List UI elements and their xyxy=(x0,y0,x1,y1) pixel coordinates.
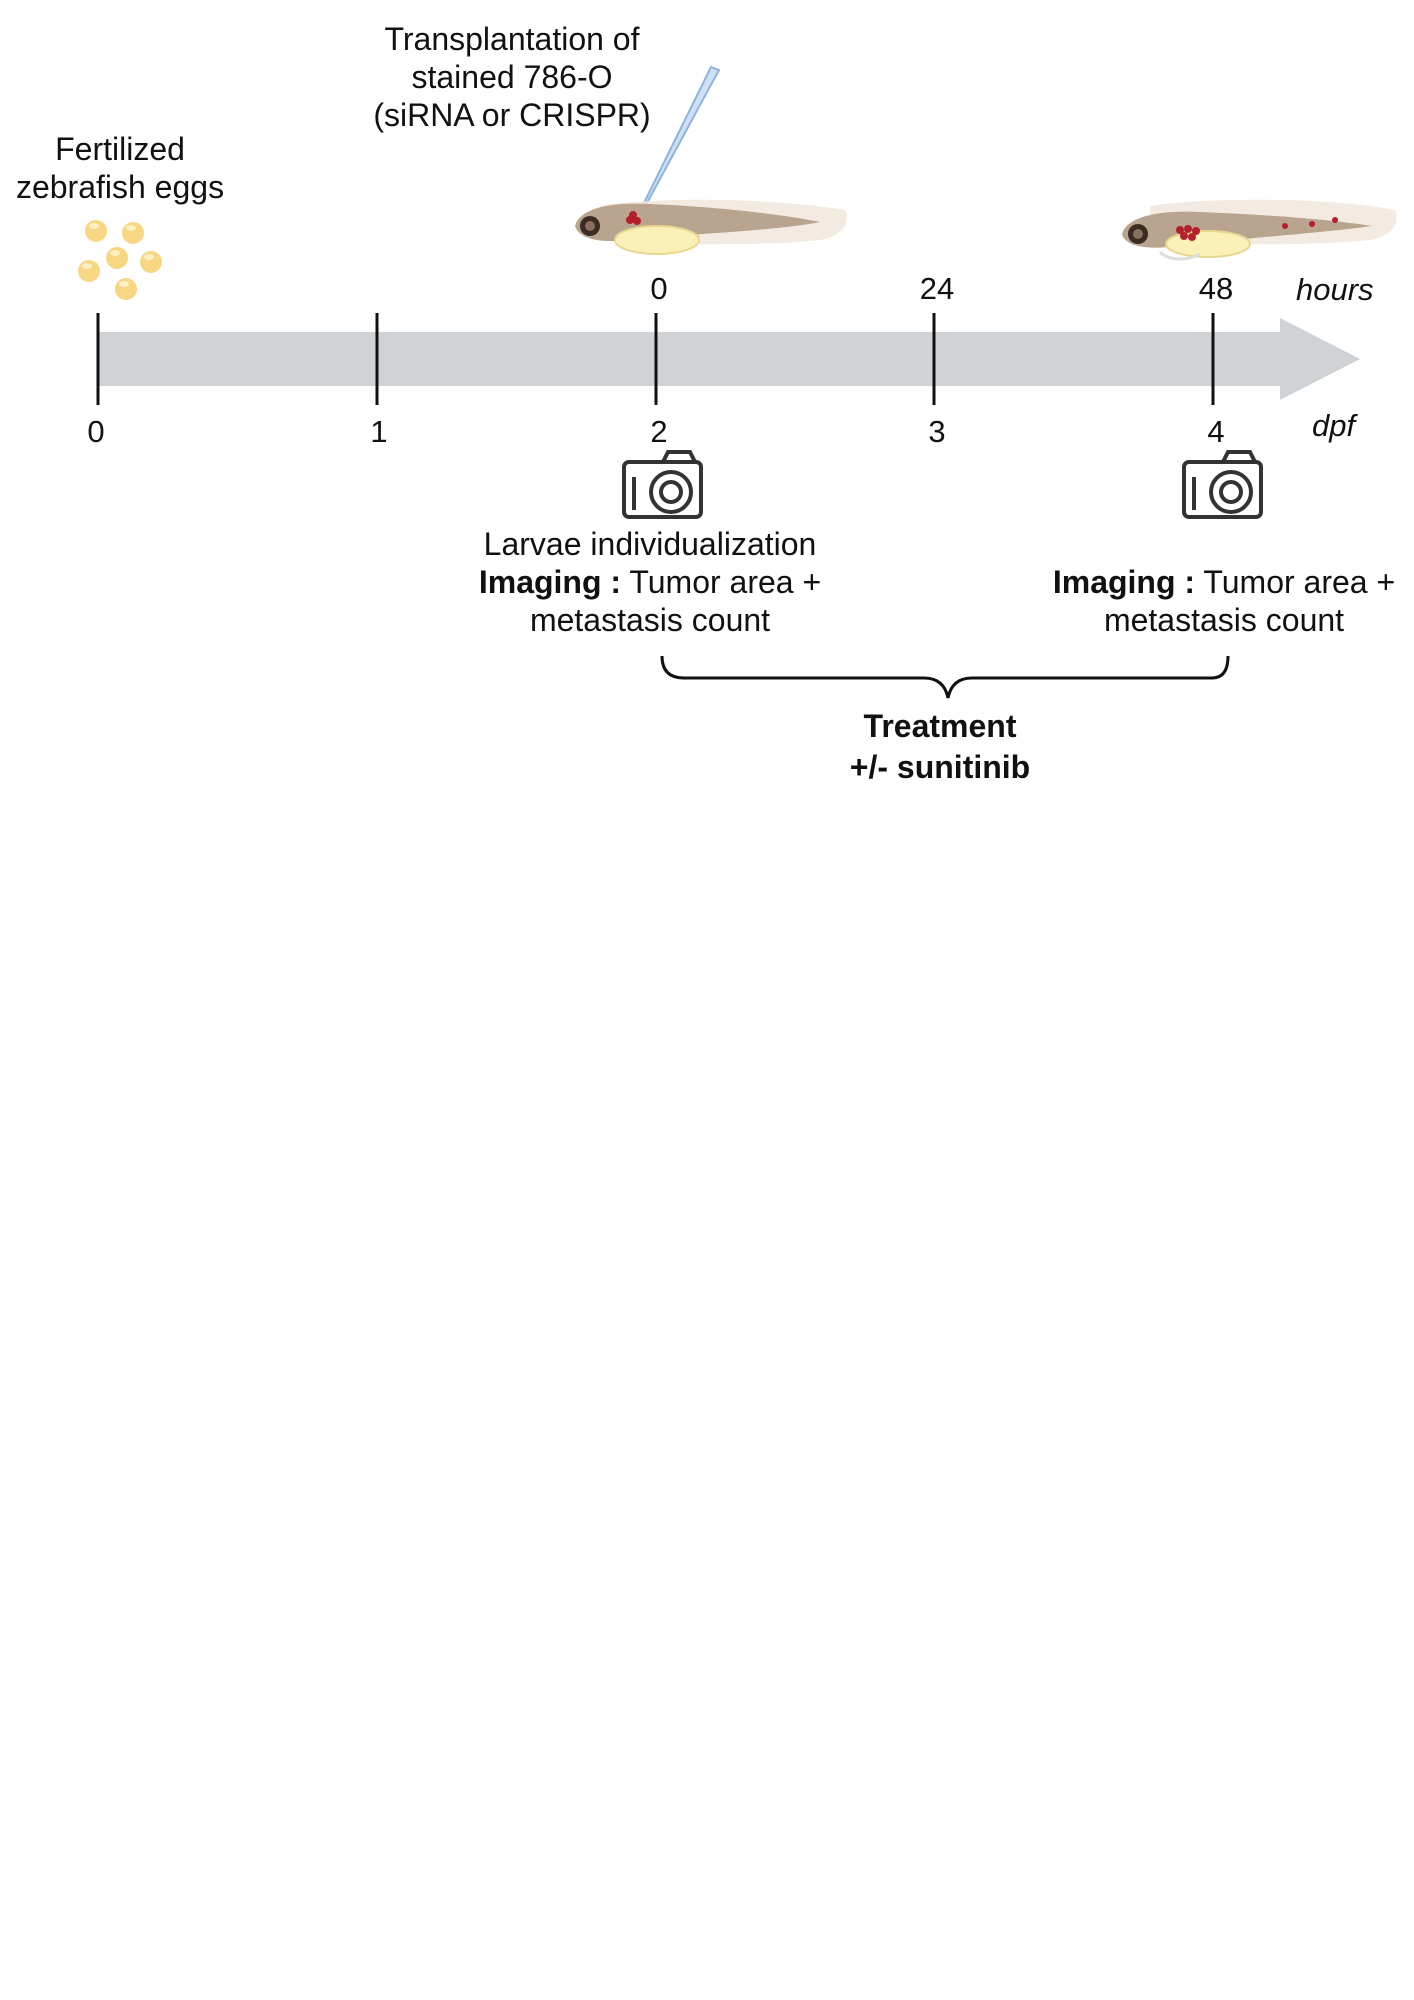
camera-icon xyxy=(1182,450,1263,519)
dpf-tick-1: 1 xyxy=(370,414,388,449)
zebrafish-larva-icon xyxy=(1122,199,1397,261)
zebrafish-larva-icon xyxy=(575,199,847,255)
treatment-brace xyxy=(660,655,1230,699)
hours-tick-24: 24 xyxy=(919,271,955,306)
camera-icon xyxy=(622,450,703,519)
timeline-arrow xyxy=(98,318,1360,400)
dpf-tick-4: 4 xyxy=(1207,414,1225,449)
eggs-label: Fertilized zebrafish eggs xyxy=(15,131,225,205)
dpf-tick-3: 3 xyxy=(928,414,946,449)
day2-imaging-label: Larvae individualization Imaging : Tumor… xyxy=(478,526,822,638)
treatment-label: Treatment +/- sunitinib xyxy=(849,708,1031,785)
hours-tick-48: 48 xyxy=(1198,271,1234,306)
dpf-tick-2: 2 xyxy=(650,414,668,449)
egg-icon xyxy=(78,220,162,300)
timeline-ticks xyxy=(96,313,1215,405)
transplant-label: Transplantation of stained 786-O (siRNA … xyxy=(373,21,651,133)
dpf-tick-0: 0 xyxy=(87,414,105,449)
hours-tick-0: 0 xyxy=(650,271,668,306)
dpf-unit-label: dpf xyxy=(1312,408,1356,443)
hours-unit-label: hours xyxy=(1296,272,1374,307)
day4-imaging-label: Imaging : Tumor area + metastasis count xyxy=(1052,564,1396,638)
